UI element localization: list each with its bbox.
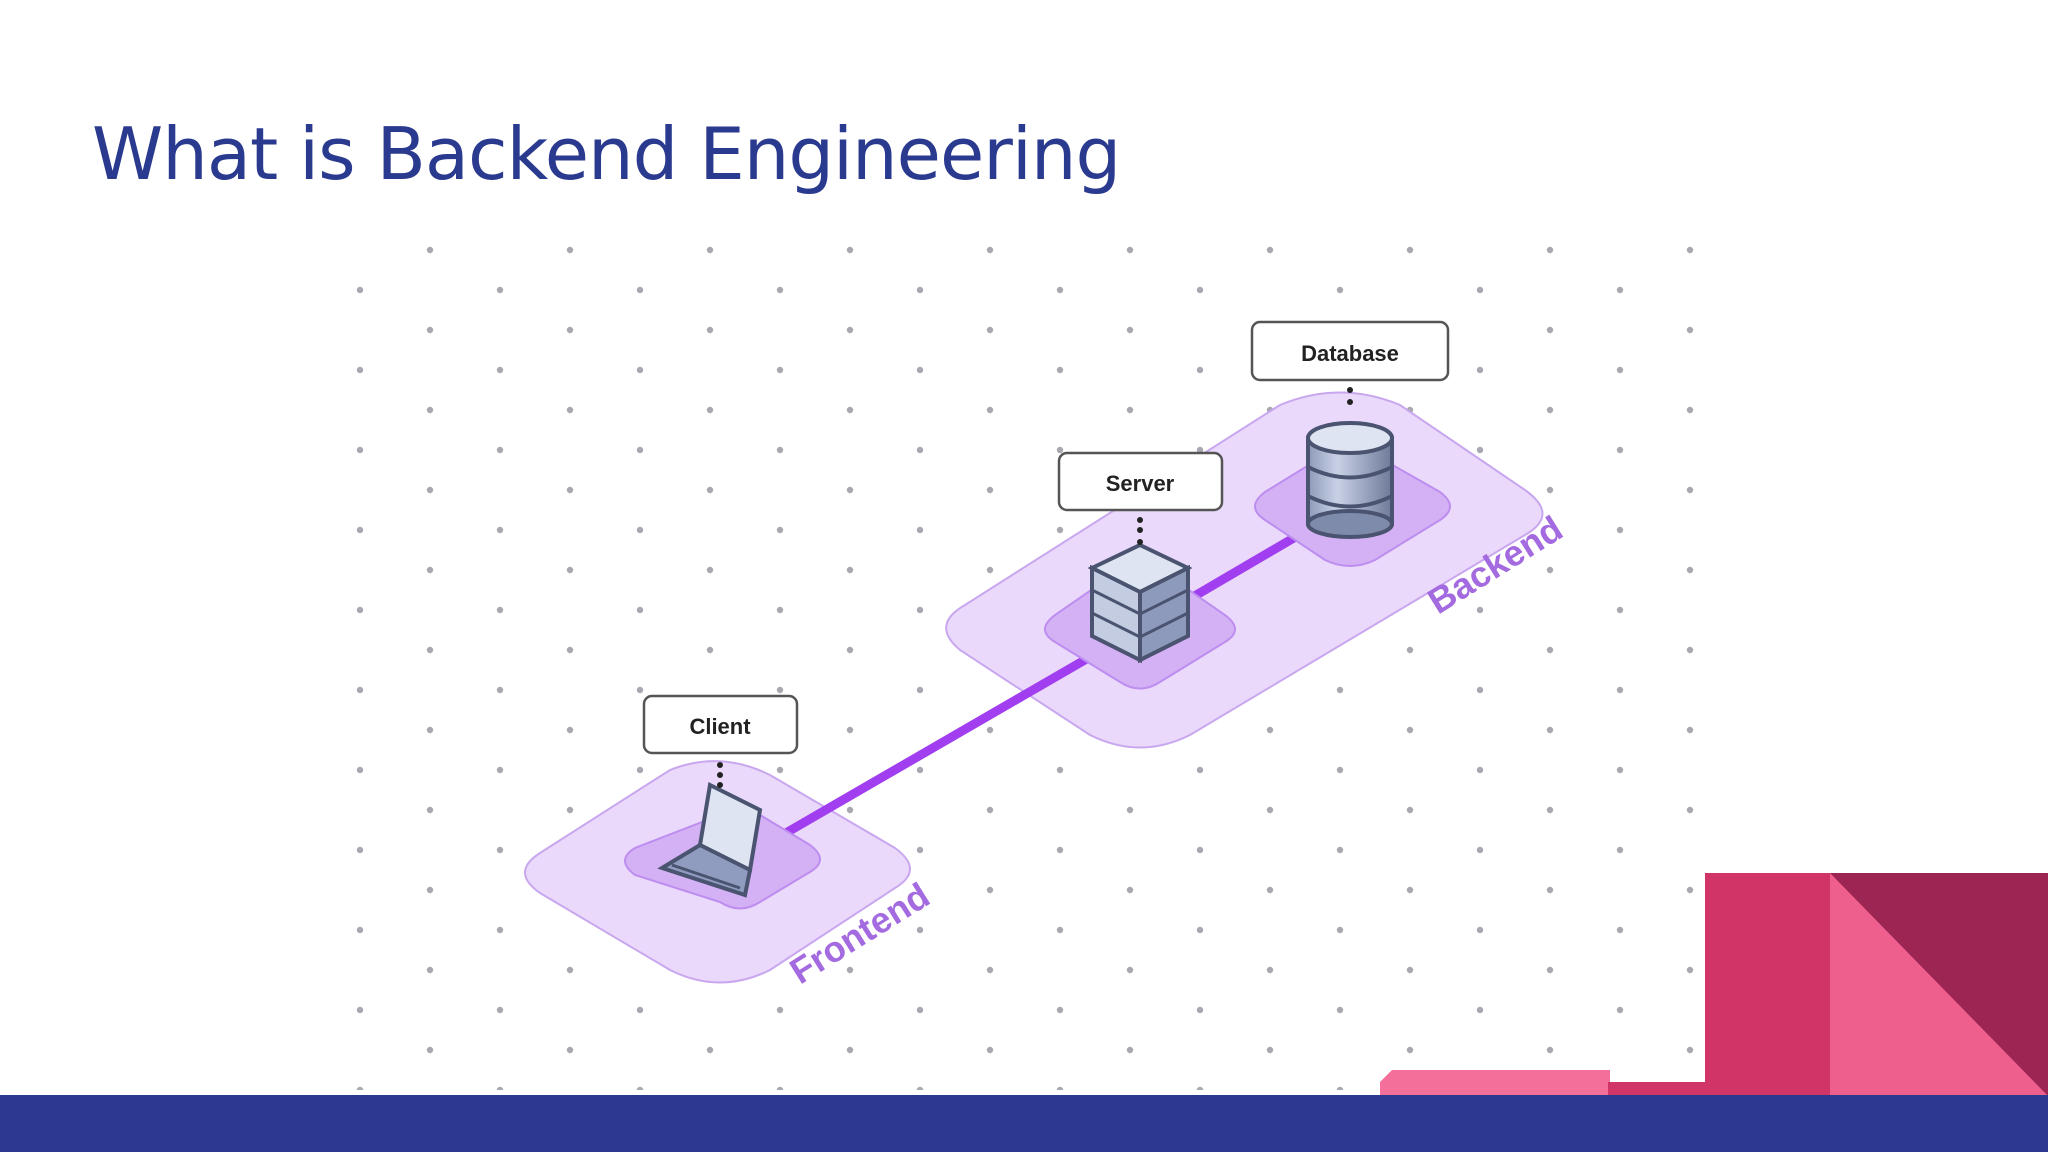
corner-decoration (1380, 873, 2048, 1096)
database-icon (1306, 421, 1394, 539)
client-label: Client (689, 714, 751, 739)
footer-bar (0, 1095, 2048, 1152)
database-label: Database (1301, 341, 1399, 366)
client-label-box: Client (642, 694, 799, 755)
laptop-icon (657, 782, 763, 898)
server-label: Server (1106, 471, 1175, 496)
database-label-box: Database (1250, 320, 1450, 382)
link-client-server (755, 623, 1145, 853)
server-label-box: Server (1057, 451, 1224, 512)
label-connectors (717, 387, 1353, 788)
slide-title: What is Backend Engineering (92, 112, 1121, 196)
server-icon (1087, 542, 1193, 664)
